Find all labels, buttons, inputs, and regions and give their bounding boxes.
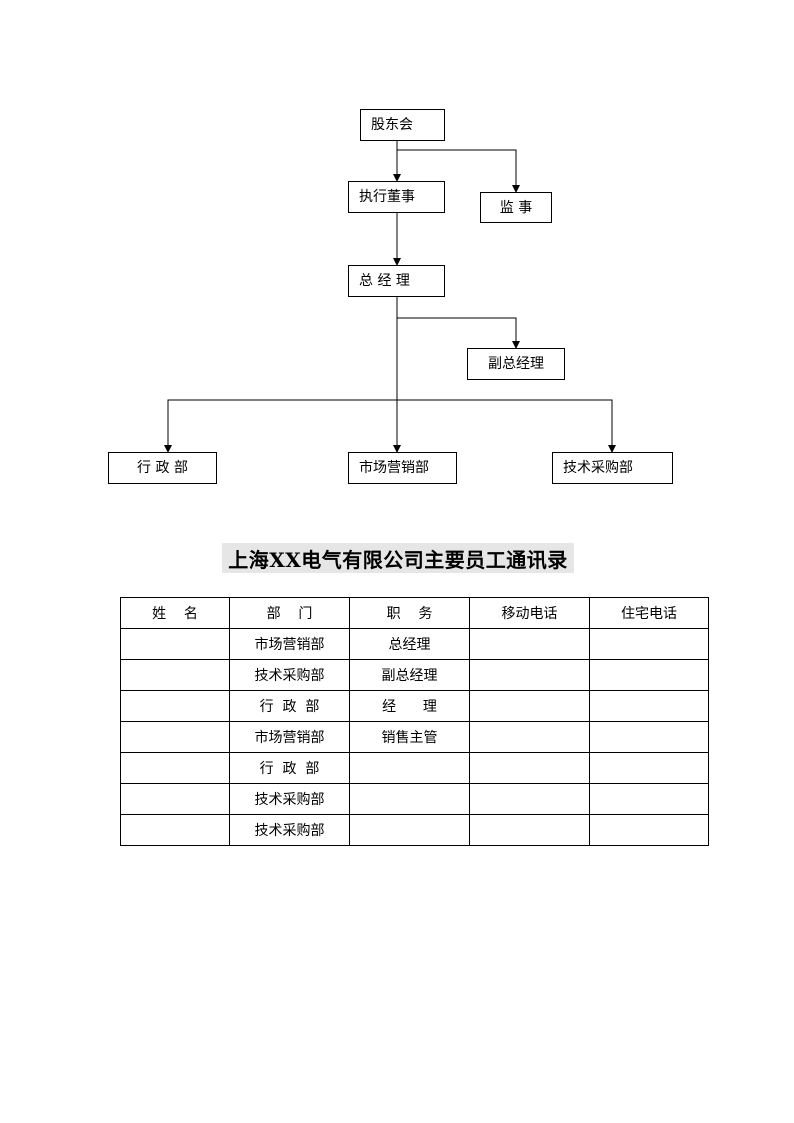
header-mobile: 移动电话 [469, 597, 590, 629]
cell-name [120, 814, 230, 846]
cell-name [120, 659, 230, 691]
cell-position: 总经理 [349, 628, 470, 660]
node-shareholders: 股东会 [360, 109, 445, 141]
table-row: 市场营销部 总经理 [120, 628, 709, 660]
cell-home-phone [589, 814, 709, 846]
node-marketing-dept: 市场营销部 [348, 452, 457, 484]
cell-mobile [469, 628, 590, 660]
cell-position: 销售主管 [349, 721, 470, 753]
node-supervisor: 监 事 [480, 192, 552, 223]
cell-department: 技术采购部 [229, 659, 350, 691]
node-tech-purchasing-dept: 技术采购部 [552, 452, 673, 484]
table-row: 技术采购部 [120, 783, 709, 815]
cell-department: 市场营销部 [229, 721, 350, 753]
cell-home-phone [589, 721, 709, 753]
cell-mobile [469, 721, 590, 753]
table-row: 行 政 部 经 理 [120, 690, 709, 722]
connector-gm-to-deputy [397, 317, 520, 349]
cell-name [120, 752, 230, 784]
cell-position: 副总经理 [349, 659, 470, 691]
cell-home-phone [589, 690, 709, 722]
cell-home-phone [589, 752, 709, 784]
node-admin-dept: 行 政 部 [108, 452, 217, 484]
header-department: 部 门 [229, 597, 350, 629]
cell-name [120, 628, 230, 660]
cell-name [120, 690, 230, 722]
cell-home-phone [589, 628, 709, 660]
table-row: 市场营销部 销售主管 [120, 721, 709, 753]
header-name: 姓 名 [120, 597, 230, 629]
cell-name [120, 783, 230, 815]
table-row: 技术采购部 副总经理 [120, 659, 709, 691]
connector-branch-bar [167, 399, 613, 452]
cell-position [349, 814, 470, 846]
header-home-phone: 住宅电话 [589, 597, 709, 629]
node-executive-director: 执行董事 [348, 181, 445, 213]
cell-position [349, 752, 470, 784]
node-deputy-gm: 副总经理 [467, 348, 565, 380]
cell-position: 经 理 [349, 690, 470, 722]
cell-mobile [469, 814, 590, 846]
cell-name [120, 721, 230, 753]
cell-mobile [469, 752, 590, 784]
cell-department: 技术采购部 [229, 814, 350, 846]
org-chart: 股东会 执行董事 监 事 总 经 理 副总经理 行 政 部 市场营销部 技术采购… [0, 0, 794, 520]
cell-mobile [469, 690, 590, 722]
directory-table: 姓 名 部 门 职 务 移动电话 住宅电话 市场营销部 总经理 技术采购部 副总… [120, 597, 709, 846]
org-chart-connectors [164, 141, 616, 453]
cell-mobile [469, 783, 590, 815]
connector-shareholders-to-supervisor [397, 149, 520, 193]
cell-home-phone [589, 659, 709, 691]
cell-department: 行 政 部 [229, 690, 350, 722]
cell-department: 市场营销部 [229, 628, 350, 660]
directory-title: 上海XX电气有限公司主要员工通讯录 [222, 543, 574, 573]
cell-home-phone [589, 783, 709, 815]
table-header-row: 姓 名 部 门 职 务 移动电话 住宅电话 [120, 597, 709, 629]
cell-mobile [469, 659, 590, 691]
node-general-manager: 总 经 理 [348, 265, 445, 297]
cell-department: 行 政 部 [229, 752, 350, 784]
header-position: 职 务 [349, 597, 470, 629]
table-row: 技术采购部 [120, 814, 709, 846]
table-row: 行 政 部 [120, 752, 709, 784]
cell-position [349, 783, 470, 815]
cell-department: 技术采购部 [229, 783, 350, 815]
